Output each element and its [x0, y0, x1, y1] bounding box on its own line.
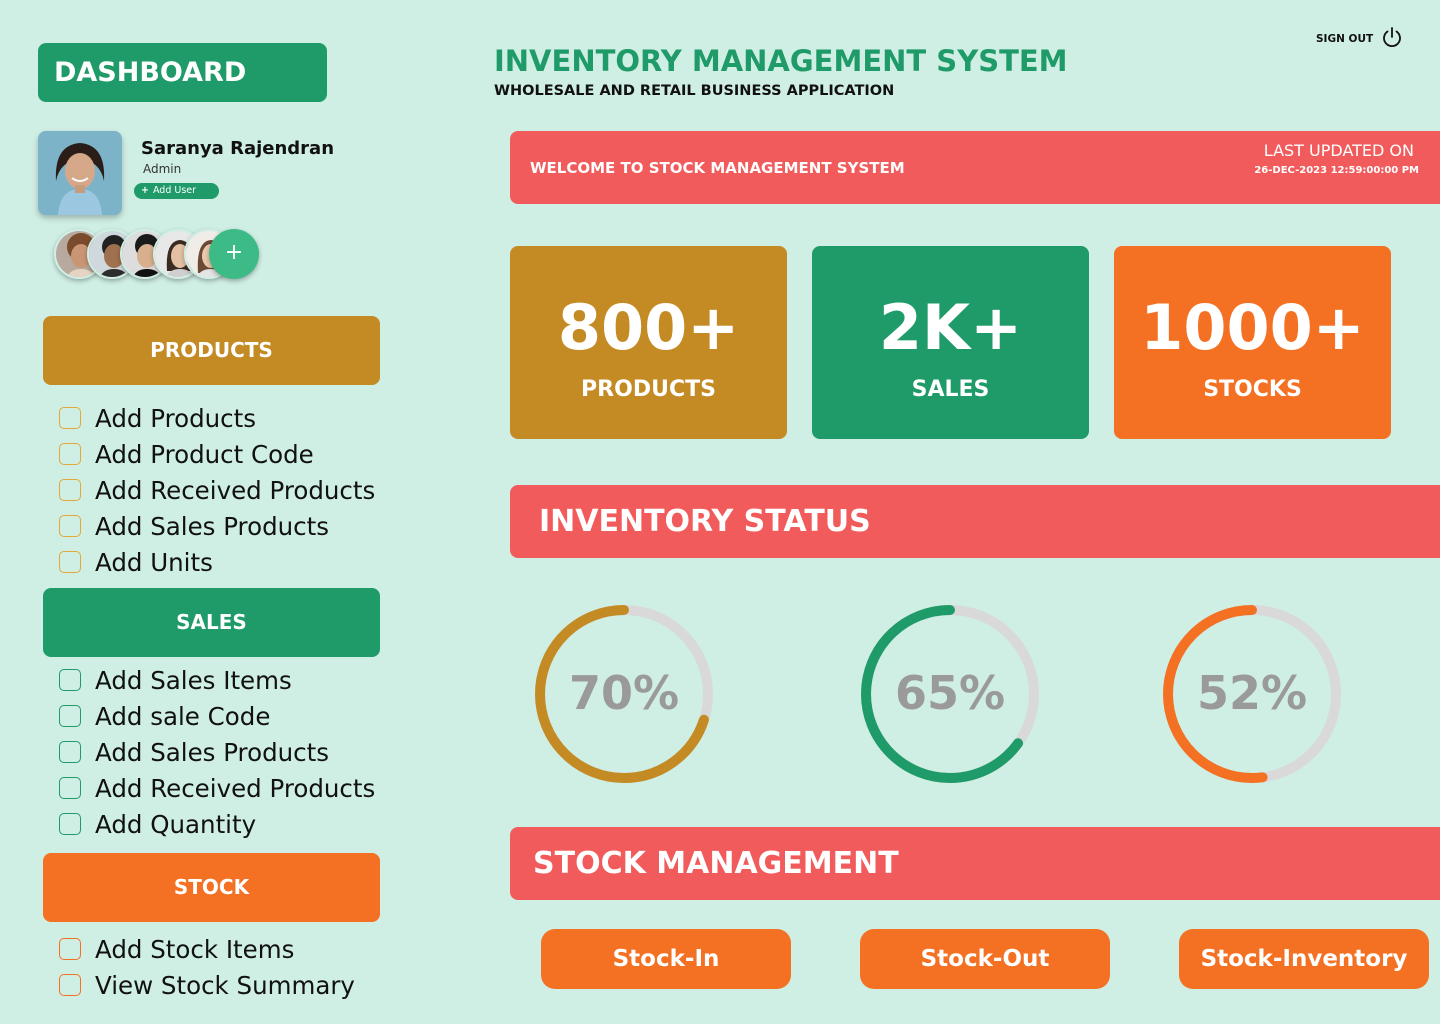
app-title: INVENTORY MANAGEMENT SYSTEM — [494, 44, 1068, 78]
gauge-percent-label: 65% — [894, 666, 1006, 720]
menu-item-add-products[interactable]: Add Products — [59, 400, 375, 436]
stock-menu: Add Stock Items View Stock Summary — [59, 931, 355, 1003]
inventory-status-title: INVENTORY STATUS — [510, 485, 1440, 558]
products-stat-card[interactable]: 800+ PRODUCTS — [510, 246, 787, 439]
stock-out-button[interactable]: Stock-Out — [860, 929, 1110, 989]
menu-item-add-stock-items[interactable]: Add Stock Items — [59, 931, 355, 967]
menu-item-add-quantity[interactable]: Add Quantity — [59, 806, 375, 842]
sales-section-button[interactable]: SALES — [43, 588, 380, 657]
stat-label: STOCKS — [1203, 377, 1302, 402]
stat-value: 2K+ — [878, 291, 1023, 364]
plus-icon: + — [141, 185, 149, 196]
welcome-banner: WELCOME TO STOCK MANAGEMENT SYSTEM LAST … — [510, 131, 1440, 204]
checkbox[interactable] — [59, 938, 81, 960]
stock-management-title: STOCK MANAGEMENT — [510, 827, 1440, 900]
stat-value: 800+ — [557, 291, 740, 364]
add-user-label: Add User — [152, 185, 197, 196]
checkbox[interactable] — [59, 515, 81, 537]
app-subtitle: WHOLESALE AND RETAIL BUSINESS APPLICATIO… — [494, 83, 895, 99]
stock-section-button[interactable]: STOCK — [43, 853, 380, 922]
sales-progress-gauge: 65% — [860, 604, 1040, 784]
dashboard-title[interactable]: DASHBOARD — [38, 43, 327, 102]
last-updated-value: 26-DEC-2023 12:59:00:00 PM — [1254, 165, 1419, 176]
menu-item-add-sale-code[interactable]: Add sale Code — [59, 698, 375, 734]
last-updated-label: LAST UPDATED ON — [1263, 141, 1414, 160]
checkbox[interactable] — [59, 777, 81, 799]
gauge-percent-label: 52% — [1196, 666, 1308, 720]
products-menu: Add Products Add Product Code Add Receiv… — [59, 400, 375, 580]
gauge-percent-label: 70% — [568, 666, 680, 720]
checkbox[interactable] — [59, 407, 81, 429]
stock-inventory-button[interactable]: Stock-Inventory — [1179, 929, 1429, 989]
stat-label: PRODUCTS — [581, 377, 716, 402]
stock-in-button[interactable]: Stock-In — [541, 929, 791, 989]
profile-role: Admin — [143, 162, 182, 176]
checkbox[interactable] — [59, 669, 81, 691]
gauge-arc — [1163, 605, 1341, 783]
menu-item-add-product-code[interactable]: Add Product Code — [59, 436, 375, 472]
menu-item-view-stock-summary[interactable]: View Stock Summary — [59, 967, 355, 1003]
stat-value: 1000+ — [1140, 291, 1365, 364]
checkbox[interactable] — [59, 551, 81, 573]
profile-avatar — [38, 131, 122, 215]
checkbox[interactable] — [59, 813, 81, 835]
team-avatar[interactable] — [120, 229, 170, 279]
checkbox[interactable] — [59, 443, 81, 465]
add-team-member-button[interactable]: + — [209, 229, 259, 279]
sign-out-link[interactable]: SIGN OUT — [1316, 33, 1374, 45]
checkbox[interactable] — [59, 705, 81, 727]
checkbox[interactable] — [59, 479, 81, 501]
menu-item-add-sales-items[interactable]: Add Sales Items — [59, 662, 375, 698]
products-section-button[interactable]: PRODUCTS — [43, 316, 380, 385]
gauge-arc — [535, 605, 713, 783]
menu-item-add-sales-products[interactable]: Add Sales Products — [59, 734, 375, 770]
power-icon[interactable] — [1381, 26, 1403, 48]
stat-label: SALES — [911, 377, 990, 402]
profile-name: Saranya Rajendran — [141, 138, 335, 159]
add-user-button[interactable]: +Add User — [134, 183, 219, 199]
checkbox[interactable] — [59, 741, 81, 763]
sales-menu: Add Sales Items Add sale Code Add Sales … — [59, 662, 375, 842]
menu-item-add-received-products[interactable]: Add Received Products — [59, 472, 375, 508]
team-avatars: + — [54, 229, 264, 279]
menu-item-add-units[interactable]: Add Units — [59, 544, 375, 580]
menu-item-add-sales-products[interactable]: Add Sales Products — [59, 508, 375, 544]
stocks-stat-card[interactable]: 1000+ STOCKS — [1114, 246, 1391, 439]
welcome-text: WELCOME TO STOCK MANAGEMENT SYSTEM — [530, 159, 905, 177]
stock-progress-gauge: 52% — [1162, 604, 1342, 784]
sales-stat-card[interactable]: 2K+ SALES — [812, 246, 1089, 439]
menu-item-add-received-products[interactable]: Add Received Products — [59, 770, 375, 806]
gauge-arc — [861, 605, 1039, 783]
checkbox[interactable] — [59, 974, 81, 996]
products-progress-gauge: 70% — [534, 604, 714, 784]
